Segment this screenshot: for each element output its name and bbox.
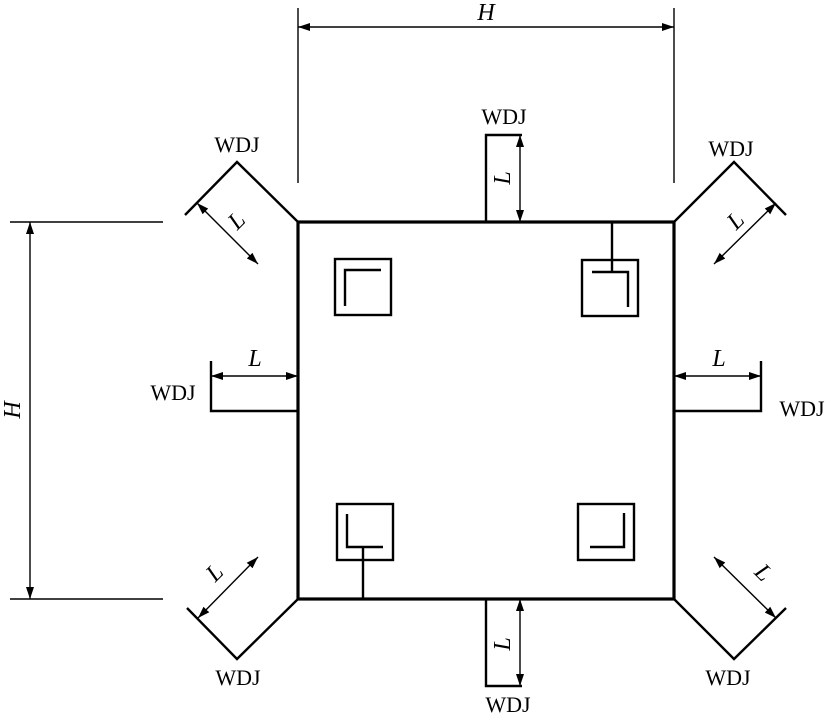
electrode-top-center: L WDJ xyxy=(481,104,527,222)
top-dimension-label: H xyxy=(476,0,496,26)
electrode-left-middle-label: WDJ xyxy=(150,380,196,405)
electrode-right-middle-label: WDJ xyxy=(779,396,825,421)
top-dimension-h: H xyxy=(297,0,675,183)
inner-symbol-top-right xyxy=(580,222,640,318)
electrode-top-right: L WDJ xyxy=(673,136,787,265)
electrode-left-middle: L WDJ xyxy=(150,346,298,413)
electrode-left-middle-l-label: L xyxy=(247,346,261,372)
electrode-bottom-center-label: WDJ xyxy=(485,692,531,717)
electrode-top-center-l-label: L xyxy=(490,171,516,185)
electrode-bottom-center: L WDJ xyxy=(484,599,531,717)
electrode-bottom-right-l-label: L xyxy=(748,558,777,587)
electrode-right-middle-l-label: L xyxy=(711,346,725,372)
inner-symbol-bottom-right xyxy=(576,502,636,562)
electrode-right-middle: L WDJ xyxy=(674,346,825,421)
electrode-top-right-label: WDJ xyxy=(708,136,754,161)
inner-symbol-top-left xyxy=(333,257,393,317)
inner-symbol-bottom-left xyxy=(335,502,395,599)
left-dimension-label: H xyxy=(0,400,26,420)
electrode-bottom-left: L WDJ xyxy=(186,556,299,690)
electrode-top-center-label: WDJ xyxy=(481,104,527,129)
electrode-bottom-right-label: WDJ xyxy=(705,665,751,690)
main-grid-square xyxy=(296,220,676,601)
electrode-top-left-l-label: L xyxy=(222,207,251,236)
electrode-bottom-right: L WDJ xyxy=(673,556,787,690)
electrode-bottom-left-l-label: L xyxy=(200,559,229,588)
electrode-top-left-label: WDJ xyxy=(214,132,260,157)
electrode-top-right-l-label: L xyxy=(721,207,750,236)
electrode-top-left: L WDJ xyxy=(184,132,299,265)
electrode-bottom-left-label: WDJ xyxy=(215,665,261,690)
left-dimension-h: H xyxy=(0,221,163,600)
electrode-bottom-center-l-label: L xyxy=(490,637,516,651)
